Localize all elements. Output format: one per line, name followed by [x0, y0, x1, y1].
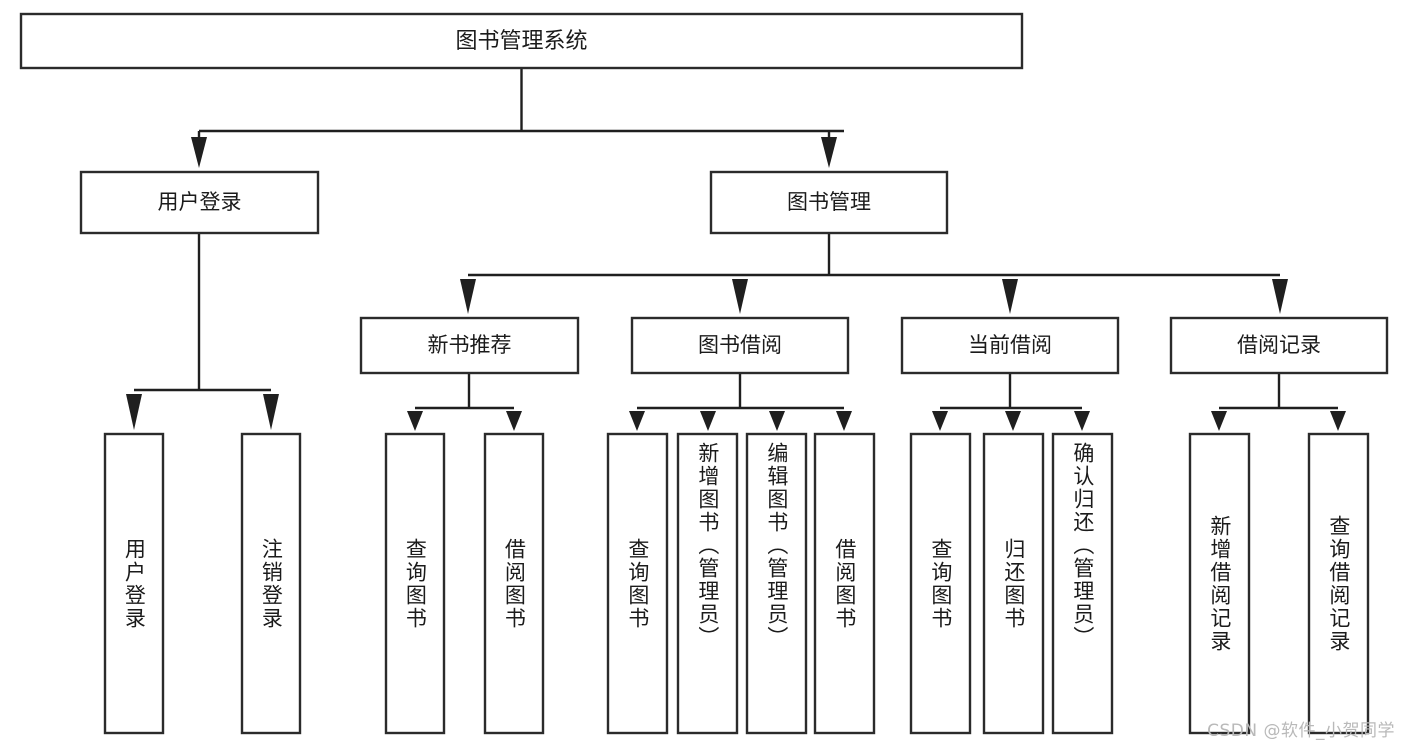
node-new-book-rec-label: 新书推荐: [428, 333, 512, 357]
node-leaf-borrow-book-rec-box[interactable]: [483, 432, 545, 735]
node-book-borrow-box[interactable]: [630, 316, 850, 375]
node-borrow-record-label: 借阅记录: [1237, 333, 1321, 357]
node-book-borrow[interactable]: 图书借阅: [630, 316, 850, 375]
node-current-borrow-box[interactable]: [900, 316, 1120, 375]
connector-group-root: [191, 68, 844, 168]
node-current-borrow[interactable]: 当前借阅: [900, 316, 1120, 375]
arrow-head-leaf-return-book: [1005, 411, 1021, 431]
node-book-manage-box[interactable]: [709, 170, 949, 235]
node-user-login[interactable]: 用户登录: [79, 170, 320, 235]
arrow-head-book-manage: [821, 137, 837, 168]
arrow-head-borrow-record: [1272, 279, 1288, 314]
node-leaf-add-book-box[interactable]: [676, 432, 739, 735]
arrow-head-leaf-query-book-borrow: [629, 411, 645, 431]
node-leaf-query-book-cur-box[interactable]: [909, 432, 972, 735]
node-book-manage-label: 图书管理: [787, 190, 871, 214]
arrow-head-leaf-query-book-cur: [932, 411, 948, 431]
node-borrow-record-box[interactable]: [1169, 316, 1389, 375]
arrow-head-user-login: [191, 137, 207, 168]
arrow-head-book-borrow: [732, 279, 748, 314]
node-root-box[interactable]: [19, 12, 1024, 70]
arrow-head-leaf-query-record: [1330, 411, 1346, 431]
node-leaf-query-record-box[interactable]: [1307, 432, 1370, 735]
node-borrow-record[interactable]: 借阅记录: [1169, 316, 1389, 375]
arrow-head-leaf-add-book: [700, 411, 716, 431]
node-leaf-return-book-box[interactable]: [982, 432, 1045, 735]
arrow-head-leaf-edit-book: [769, 411, 785, 431]
arrow-head-current-borrow: [1002, 279, 1018, 314]
node-book-manage[interactable]: 图书管理: [709, 170, 949, 235]
node-new-book-rec-box[interactable]: [359, 316, 580, 375]
arrow-head-leaf-borrow-book: [836, 411, 852, 431]
connector-group-new-book-rec: [407, 373, 522, 431]
node-new-book-rec[interactable]: 新书推荐: [359, 316, 580, 375]
node-root[interactable]: 图书管理系统: [19, 12, 1024, 70]
node-leaf-add-record-box[interactable]: [1188, 432, 1251, 735]
connector-group-book-manage: [460, 233, 1288, 314]
arrow-head-leaf-query-book-rec: [407, 411, 423, 431]
node-user-login-label: 用户登录: [158, 190, 242, 214]
arrow-head-leaf-borrow-book-rec: [506, 411, 522, 431]
node-leaf-edit-book-box[interactable]: [745, 432, 808, 735]
node-leaf-logout-box[interactable]: [240, 432, 302, 735]
arrow-head-new-book-rec: [460, 279, 476, 314]
csdn-watermark: CSDN @软件_小贺同学: [1207, 721, 1395, 741]
arrow-head-leaf-add-record: [1211, 411, 1227, 431]
arrow-head-leaf-user-login: [126, 394, 142, 430]
node-leaf-confirm-return-box[interactable]: [1051, 432, 1114, 735]
node-root-label: 图书管理系统: [455, 29, 587, 54]
node-leaf-query-book-borrow-box[interactable]: [606, 432, 669, 735]
node-user-login-box[interactable]: [79, 170, 320, 235]
leaf-boxes: [103, 432, 1370, 735]
node-leaf-user-login-box[interactable]: [103, 432, 165, 735]
node-leaf-borrow-book-box[interactable]: [813, 432, 876, 735]
node-leaf-query-book-rec-box[interactable]: [384, 432, 446, 735]
arrow-head-leaf-confirm-return: [1074, 411, 1090, 431]
connector-group-current-borrow: [932, 373, 1090, 431]
node-book-borrow-label: 图书借阅: [698, 333, 782, 357]
connector-group-user-login: [126, 233, 279, 430]
arrow-head-leaf-logout: [263, 394, 279, 430]
connector-group-borrow-record: [1211, 373, 1346, 431]
connector-group-book-borrow: [629, 373, 852, 431]
node-current-borrow-label: 当前借阅: [968, 333, 1052, 357]
